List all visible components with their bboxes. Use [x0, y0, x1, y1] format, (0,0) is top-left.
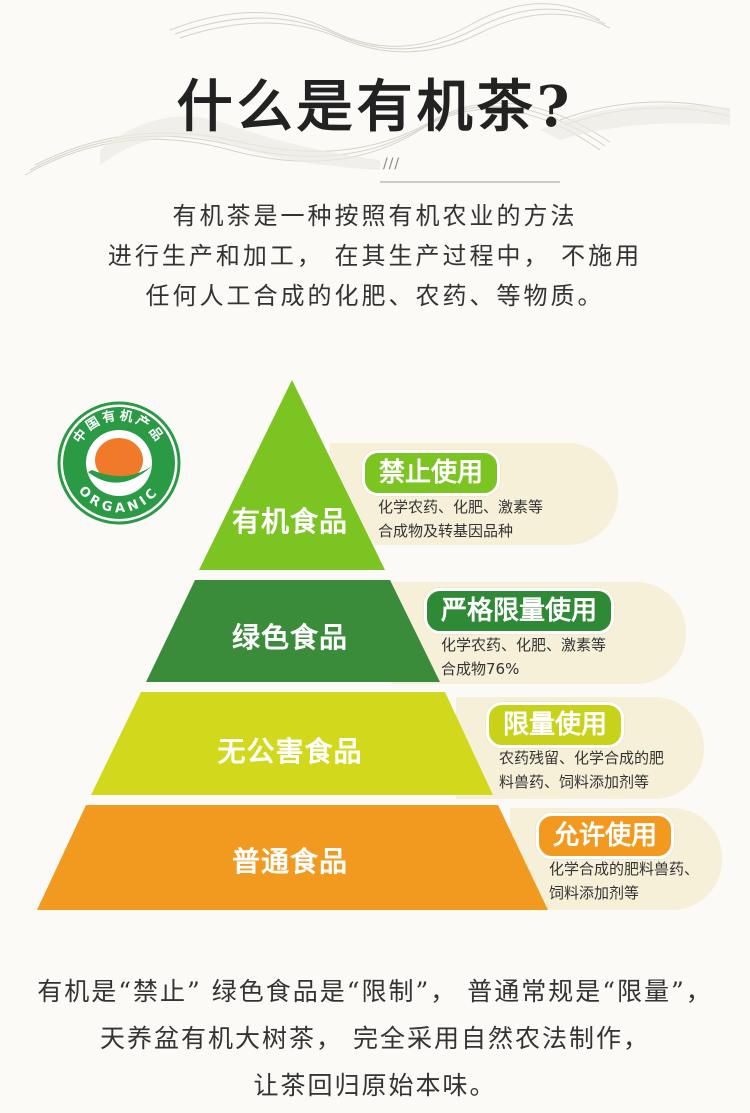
- badge-strictly-limited: 严格限量使用: [424, 588, 615, 634]
- desc-line: 化学农药、化肥、激素等: [378, 498, 544, 516]
- desc-green: 化学农药、化肥、激素等 合成物76%: [441, 633, 606, 681]
- tier-label-green: 绿色食品: [231, 621, 348, 654]
- pyramid-tier-green: [146, 580, 440, 682]
- slash-decoration: ///: [383, 156, 401, 172]
- pyramid-tier-organic: [199, 380, 385, 570]
- tier-label-organic: 有机食品: [231, 505, 348, 538]
- badge-limited: 限量使用: [486, 702, 625, 748]
- organic-logo: 中国有机产品 ORGANIC: [56, 400, 182, 526]
- desc-line: 料兽药、饲料添加剂等: [499, 773, 650, 791]
- desc-line: 饲料添加剂等: [549, 884, 640, 902]
- desc-line: 化学农药、化肥、激素等: [441, 636, 607, 654]
- desc-ordinary: 化学合成的肥料兽药、 饲料添加剂等: [549, 857, 699, 905]
- pyramid-tier-ordinary: [37, 805, 548, 910]
- desc-line: 合成物76%: [441, 660, 520, 678]
- tier-label-ordinary: 普通食品: [231, 845, 348, 878]
- food-pyramid: [37, 380, 548, 910]
- intro-line: 进行生产和加工， 在其生产过程中， 不施用: [107, 242, 643, 270]
- desc-line: 合成物及转基因品种: [378, 522, 514, 540]
- desc-line: 化学合成的肥料兽药、: [549, 860, 700, 878]
- summary-line: 天养盆有机大树茶， 完全采用自然农法制作，: [100, 1024, 650, 1053]
- desc-line: 农药残留、化学合成的肥: [499, 749, 665, 767]
- header: 什么是有机茶? ///: [0, 0, 750, 200]
- page-title: 什么是有机茶?: [176, 74, 574, 140]
- wave-decoration: [24, 3, 731, 183]
- intro-paragraph: 有机茶是一种按照有机农业的方法 进行生产和加工， 在其生产过程中， 不施用 任何…: [0, 196, 750, 316]
- desc-pollution-free: 农药残留、化学合成的肥 料兽药、饲料添加剂等: [499, 746, 664, 794]
- intro-line: 有机茶是一种按照有机农业的方法: [172, 202, 578, 230]
- intro-line: 任何人工合成的化肥、农药、等物质。: [145, 282, 605, 310]
- summary-paragraph: 有机是“禁止” 绿色食品是“限制”， 普通常规是“限量”， 天养盆有机大树茶， …: [0, 968, 750, 1109]
- summary-line: 有机是“禁止” 绿色食品是“限制”， 普通常规是“限量”，: [37, 977, 713, 1006]
- tier-label-pollution-free: 无公害食品: [217, 735, 363, 768]
- pyramid-tier-pollution-free: [91, 692, 493, 795]
- badge-prohibited: 禁止使用: [362, 450, 501, 496]
- summary-line: 让茶回归原始本味。: [253, 1071, 497, 1100]
- badge-allowed: 允许使用: [536, 813, 675, 859]
- desc-organic: 化学农药、化肥、激素等 合成物及转基因品种: [378, 495, 543, 543]
